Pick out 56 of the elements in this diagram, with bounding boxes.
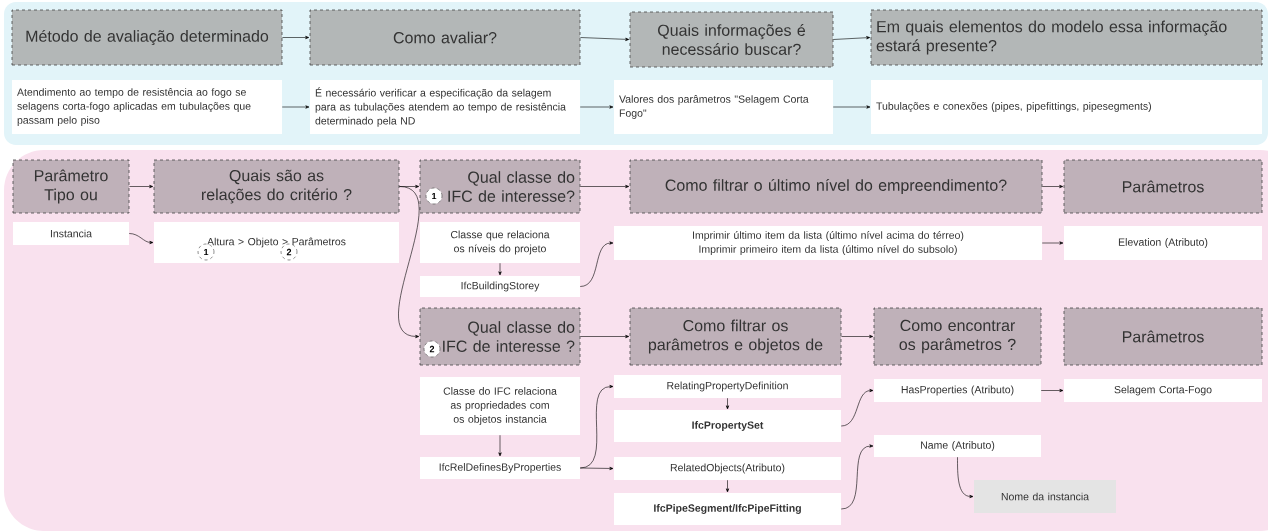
arrow bbox=[580, 184, 630, 189]
text-box: Classe que relaciona os níveis do projeto bbox=[420, 222, 580, 263]
arrow bbox=[833, 36, 871, 40]
heading-box: Em quais elementos do modelo essa informação estará presente? bbox=[870, 9, 1263, 66]
text-box: RelatedObjects(Atributo) bbox=[614, 457, 841, 480]
text-box: IfcRelDefinesByProperties bbox=[420, 457, 580, 479]
arrow bbox=[1042, 184, 1064, 189]
text-box: Tubulações e conexões (pipes, pipefittings, pipesegments) bbox=[871, 80, 1262, 134]
text-box: Instancia bbox=[13, 222, 129, 245]
arrow bbox=[282, 35, 310, 40]
arrow bbox=[1040, 388, 1064, 393]
callout-number: 2 bbox=[423, 340, 441, 358]
text-box: HasProperties (Atributo) bbox=[874, 379, 1041, 402]
text-box: É necessário verificar a especificação da selagem para as tubulações atendem ao tempo de resistência determinado pela ND bbox=[310, 80, 580, 134]
arrow bbox=[832, 105, 871, 109]
text-box: Elevation (Atributo) bbox=[1064, 226, 1262, 260]
heading-box: Parâmetros bbox=[1063, 307, 1263, 366]
heading-box: Como avaliar? bbox=[309, 9, 581, 66]
heading-box: Como filtrar o último nível do empreendimento? bbox=[629, 159, 1043, 214]
heading-box: Quais informações é necessário buscar? bbox=[629, 11, 834, 68]
text-box: IfcPipeSegment/IfcPipeFitting bbox=[614, 493, 841, 525]
arrow bbox=[398, 186, 420, 339]
arrow bbox=[725, 479, 730, 493]
text-box: Name (Atributo) bbox=[874, 435, 1041, 457]
text-box: Atendimento ao tempo de resistência ao fogo se selagens corta-fogo aplicadas em tubulações que passam pelo piso bbox=[12, 80, 282, 134]
heading-box: Parâmetros bbox=[1063, 159, 1263, 214]
arrow bbox=[840, 444, 874, 510]
arrow bbox=[840, 388, 874, 427]
heading-box: Como filtrar os parâmetros e objetos de bbox=[629, 307, 842, 366]
arrow bbox=[580, 37, 630, 41]
arrow bbox=[841, 334, 874, 339]
text-box: Selagem Corta-Fogo bbox=[1064, 379, 1262, 402]
arrow bbox=[580, 334, 630, 339]
heading-box: Como encontrar os parâmetros ? bbox=[873, 307, 1042, 366]
arrow bbox=[128, 233, 154, 245]
arrow bbox=[129, 184, 154, 189]
heading-box: Quais são as relações do critério ? bbox=[153, 159, 400, 214]
arrow bbox=[281, 105, 310, 109]
text-box: Valores dos parâmetros "Selagem Corta Fogo" bbox=[614, 80, 833, 134]
arrow bbox=[957, 456, 974, 499]
arrow bbox=[579, 466, 614, 471]
text-box: Imprimir último item da lista (último nível acima do térreo) Imprimir primeiro item da lista (último nível do subsolo) bbox=[614, 226, 1042, 260]
arrow bbox=[1041, 241, 1064, 245]
text-box: IfcBuildingStorey bbox=[420, 276, 580, 297]
heading-box: Método de avaliação determinado bbox=[11, 9, 283, 66]
arrow bbox=[498, 262, 502, 276]
arrow bbox=[725, 397, 730, 410]
text-box: Classe do IFC relaciona as propriedades com os objetos instancia bbox=[420, 377, 580, 435]
arrow bbox=[579, 241, 614, 287]
text-box: RelatingPropertyDefinition bbox=[614, 375, 841, 398]
arrow bbox=[498, 434, 502, 457]
text-box: IfcPropertySet bbox=[614, 410, 841, 442]
result-box: Nome da instancia bbox=[974, 480, 1116, 513]
callout-number: 1 bbox=[425, 187, 443, 205]
arrow bbox=[579, 105, 614, 109]
heading-box: Parâmetro Tipo ou bbox=[12, 159, 130, 214]
